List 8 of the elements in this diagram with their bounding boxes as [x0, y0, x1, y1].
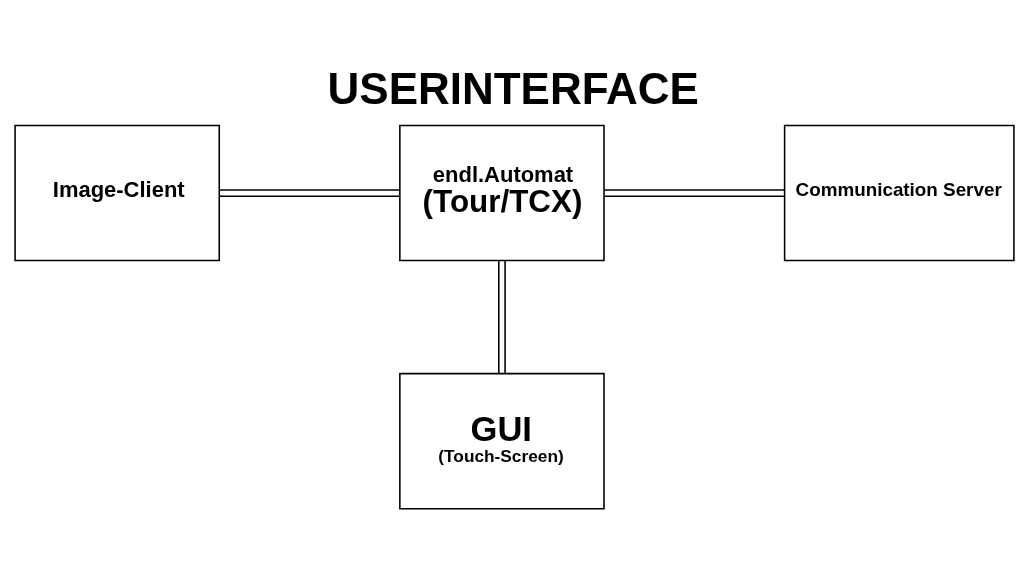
node-box: GUI (Touch-Screen): [399, 372, 605, 509]
connector: [498, 259, 506, 374]
connector: [603, 188, 785, 197]
node-box: endl.Automat (Tour/TCX): [399, 124, 605, 261]
node-box: Communication Server: [783, 124, 1015, 261]
diagram-title: USERINTERFACE: [327, 63, 699, 113]
node-box: Image-Client: [14, 124, 221, 261]
connector: [218, 188, 401, 197]
